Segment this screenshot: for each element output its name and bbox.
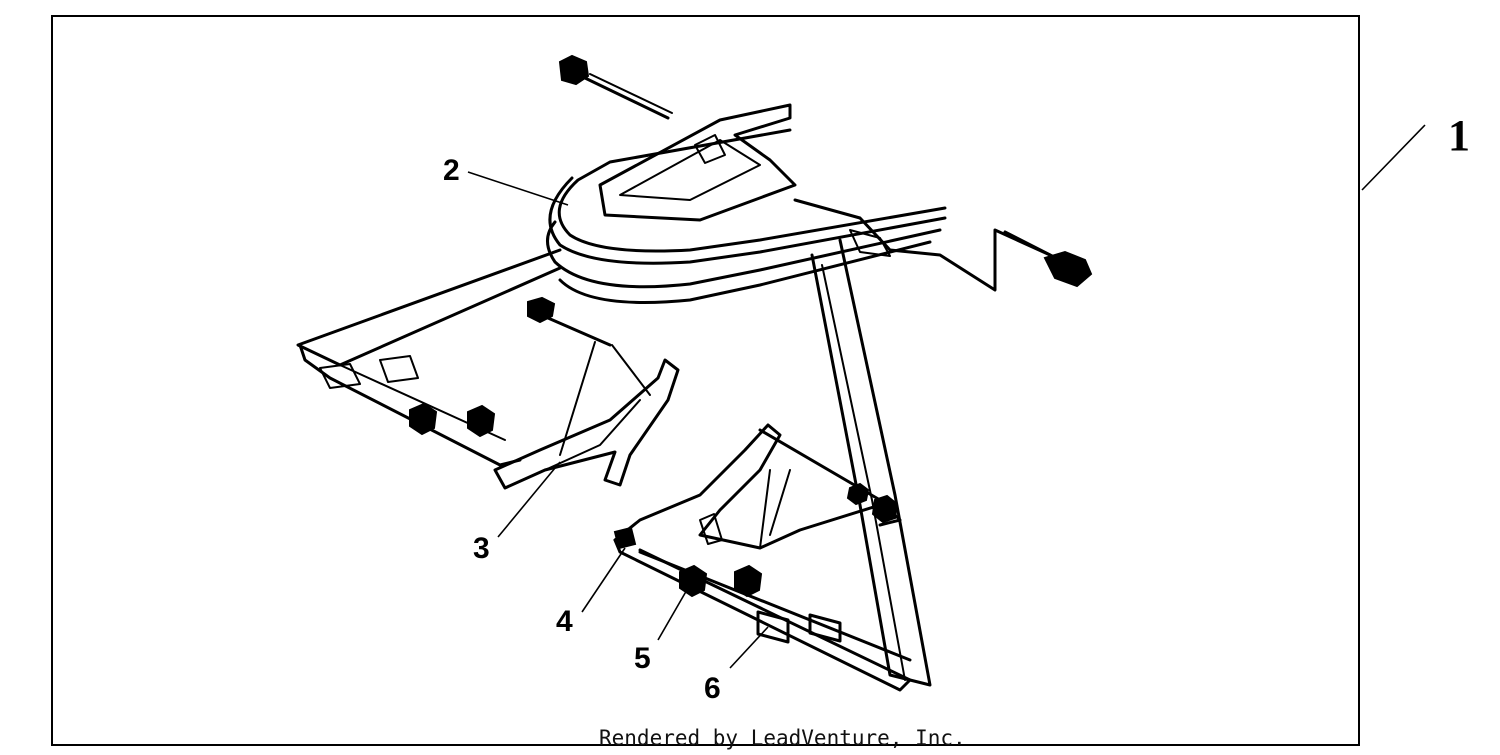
callout-6: 6 [704,672,721,705]
vertical-tube [810,238,932,687]
angle-bracket [493,358,680,490]
leader-6 [729,626,769,669]
render-credit: Rendered by LeadVenture, Inc. [599,726,966,750]
leader-1 [1361,124,1426,191]
left-arm [296,248,562,367]
hitch-assembly-drawing [296,54,1093,692]
nut-left-1 [409,402,438,436]
callout-3: 3 [473,532,490,565]
upper-plate [598,103,797,222]
curved-bracket [557,128,947,253]
leader-4 [581,547,626,613]
right-bolt [1003,230,1093,288]
callout-5: 5 [634,642,651,675]
lower-latch [613,526,637,550]
leader-2 [467,171,569,206]
leader-3 [497,461,561,538]
nut-lower-2 [734,564,763,598]
spacer [756,610,790,644]
callout-4: 4 [556,605,573,638]
nut-left-2 [467,404,496,438]
middle-bolt [527,296,612,347]
lower-plate [613,423,882,550]
callout-1: 1 [1448,111,1470,160]
leader-5 [657,587,689,641]
diagram-frame [51,15,1360,746]
callout-2: 2 [443,154,460,187]
nut-lower-1 [679,564,708,598]
top-bolt [558,54,673,120]
